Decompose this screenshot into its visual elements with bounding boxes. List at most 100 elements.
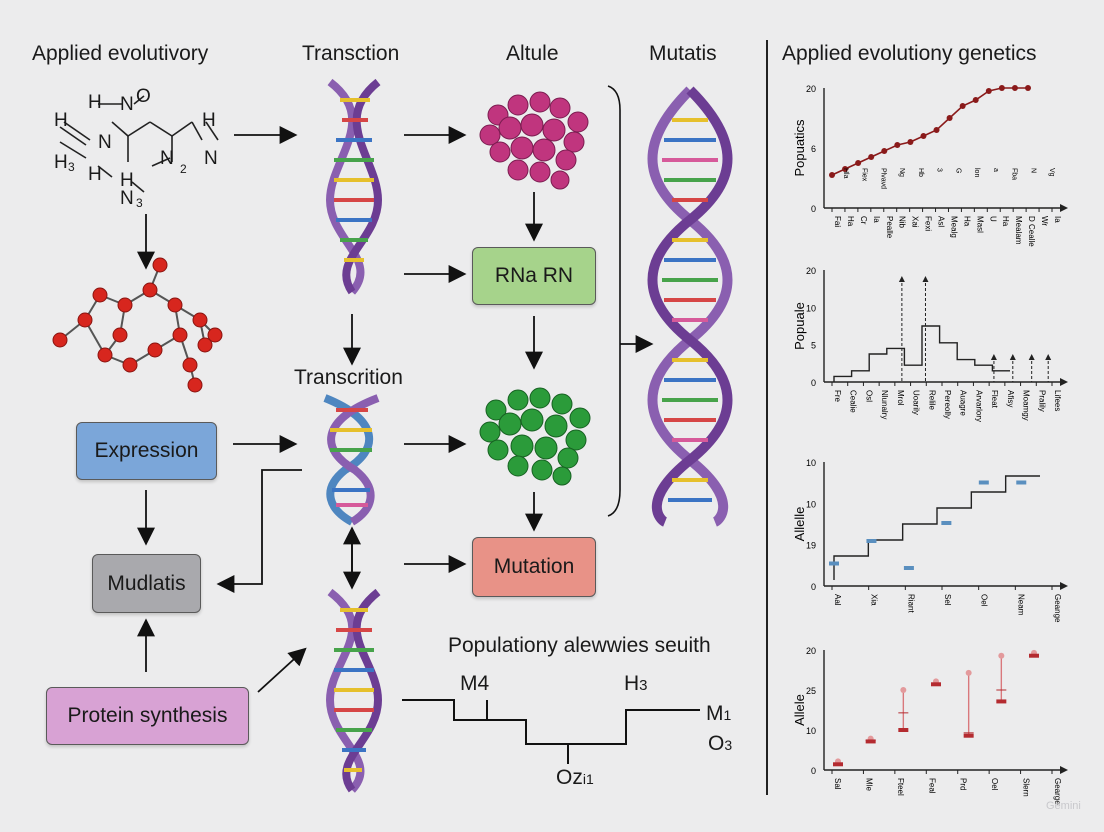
x-tick-label: Nlunalry [880, 390, 889, 419]
atom-h: H [120, 170, 134, 191]
m4-letter: M [460, 672, 478, 695]
x-tick-label: Ia [1053, 216, 1062, 223]
x-tick-label: Arvarlory [974, 390, 983, 422]
y-axis-label: Popuale [792, 302, 807, 350]
dna-helix-1 [325, 78, 383, 295]
x-tick-label: Pralily [1037, 390, 1046, 412]
atom-n: N [120, 94, 134, 115]
x-tick-label: Fteel [896, 778, 905, 796]
structural-formula: H N O H H N H 3 H N 2 N H N 3 [40, 82, 240, 212]
y-tick-label: 6 [811, 144, 816, 154]
data-point [829, 172, 835, 178]
pedigree-m4: M4 [460, 672, 489, 696]
subscript: 2 [180, 162, 187, 176]
x-tick-label: Fleat [990, 390, 999, 409]
o3-letter: O [708, 732, 725, 755]
y-tick-label: 19 [806, 541, 816, 551]
atom-h: H [202, 110, 216, 131]
x-axis-arrow [1060, 378, 1068, 386]
x-tick-label: Fexi [924, 216, 933, 231]
x-tick-label: Xai [911, 216, 920, 228]
dna-helix-2 [323, 394, 380, 526]
x-tick-label: Nib [898, 216, 907, 229]
x-tick-label: Feal [927, 778, 936, 794]
oz-sub: i1 [582, 771, 594, 787]
y-tick-label: 0 [811, 766, 816, 776]
m4-sub: 4 [477, 672, 490, 695]
data-point [1029, 653, 1039, 658]
y-tick-label: 20 [806, 84, 816, 94]
bracket [607, 85, 621, 517]
x-tick-label: Slern [1022, 778, 1031, 797]
x-tick-label: Cealie [849, 390, 858, 413]
x-tick-label: Uoarily [912, 390, 921, 415]
ball-stick-molecule [52, 257, 223, 393]
y-tick-label: 20 [806, 646, 816, 656]
y-tick-label: 10 [806, 458, 816, 468]
marker-arrow [1045, 354, 1052, 360]
data-point [907, 139, 914, 145]
x-sublabel: G [954, 168, 961, 173]
y-tick-label: 0 [811, 204, 816, 214]
x-tick-label: Ha [846, 216, 855, 227]
x-tick-label: Neam [1016, 594, 1025, 616]
formula-bonds [59, 95, 219, 193]
atom-n: N [120, 188, 134, 209]
h3-letter: H [624, 672, 640, 695]
header-transction: Transction [302, 42, 400, 65]
allele-marker [903, 566, 914, 570]
transcrition-label: Transcrition [294, 366, 403, 389]
allele-marker [1016, 480, 1027, 485]
allele-marker [829, 561, 839, 566]
x-tick-label: Mle [864, 778, 873, 791]
header-applied-evolutiony-genetics: Applied evolutiony genetics [782, 42, 1037, 65]
data-point [855, 160, 862, 166]
y-tick-label: 0 [811, 582, 816, 592]
marker-arrow [922, 276, 929, 282]
y-tick-label: 10 [806, 499, 816, 509]
y-tick-label: 10 [806, 303, 816, 313]
x-tick-label: U [988, 216, 997, 222]
x-sublabel: lon [973, 168, 980, 177]
x-tick-label: Gearge [1053, 778, 1062, 805]
panel-divider [766, 40, 768, 795]
data-point [833, 762, 843, 767]
x-sublabel: N [1029, 168, 1036, 173]
x-sublabel: a [992, 168, 999, 172]
x-tick-label: Oel [990, 778, 999, 791]
x-tick-label: Ha [1001, 216, 1010, 227]
marker-arrow [1009, 354, 1016, 360]
marker-arrow [898, 276, 905, 282]
data-point [868, 154, 875, 160]
x-tick-label: Pereolly [943, 390, 952, 419]
data-point [898, 728, 909, 732]
x-axis-arrow [1060, 204, 1068, 212]
data-point [1025, 85, 1031, 91]
x-tick-label: Riant [906, 594, 915, 613]
header-applied-evolutivory: Applied evolutivory [32, 42, 209, 65]
x-tick-label: Mealam [1014, 216, 1023, 245]
x-tick-label: Cr [859, 216, 868, 225]
x-tick-label: Fai [833, 216, 842, 227]
x-tick-label: Mealg [949, 216, 958, 238]
data-point [881, 148, 888, 154]
y-tick-label: 10 [806, 726, 816, 736]
y-axis-label: Allele [792, 694, 807, 726]
atom-n: N [98, 132, 112, 153]
y-axis-label: Popuatics [792, 119, 807, 177]
x-tick-label: Prd [959, 778, 968, 790]
h3-sub: 3 [639, 677, 648, 694]
x-tick-label: Afisy [1006, 390, 1015, 407]
pedigree-h3: H3 [624, 672, 648, 696]
diagram-graphics [137, 78, 733, 793]
x-axis-arrow [1060, 582, 1068, 590]
x-sublabel: Hla [842, 168, 849, 179]
data-point [933, 127, 940, 133]
pedigree-m1: M1 [706, 702, 731, 726]
x-tick-label: Mrol [896, 390, 905, 406]
oz-letter: Oz [556, 766, 583, 789]
header-altule: Altule [506, 42, 559, 65]
watermark: Gemini [1046, 800, 1081, 812]
series-line [831, 87, 1028, 176]
